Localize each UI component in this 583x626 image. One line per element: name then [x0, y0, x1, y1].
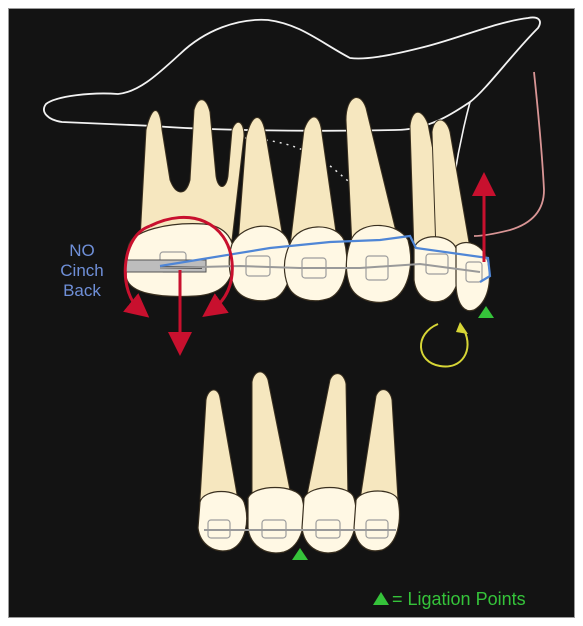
cinch-label-line2: Cinch	[60, 261, 103, 280]
upper-ligation-point	[478, 306, 494, 318]
lower-ligation-point	[292, 548, 308, 560]
lower-roots	[200, 372, 398, 500]
cinch-label-line3: Back	[63, 281, 101, 300]
legend-triangle-icon	[373, 592, 389, 605]
incisor-rotation-arrowhead	[456, 322, 468, 334]
legend-text: = Ligation Points	[392, 589, 526, 609]
cinch-label-line1: NO	[69, 241, 95, 260]
maxilla-outline	[44, 17, 540, 130]
